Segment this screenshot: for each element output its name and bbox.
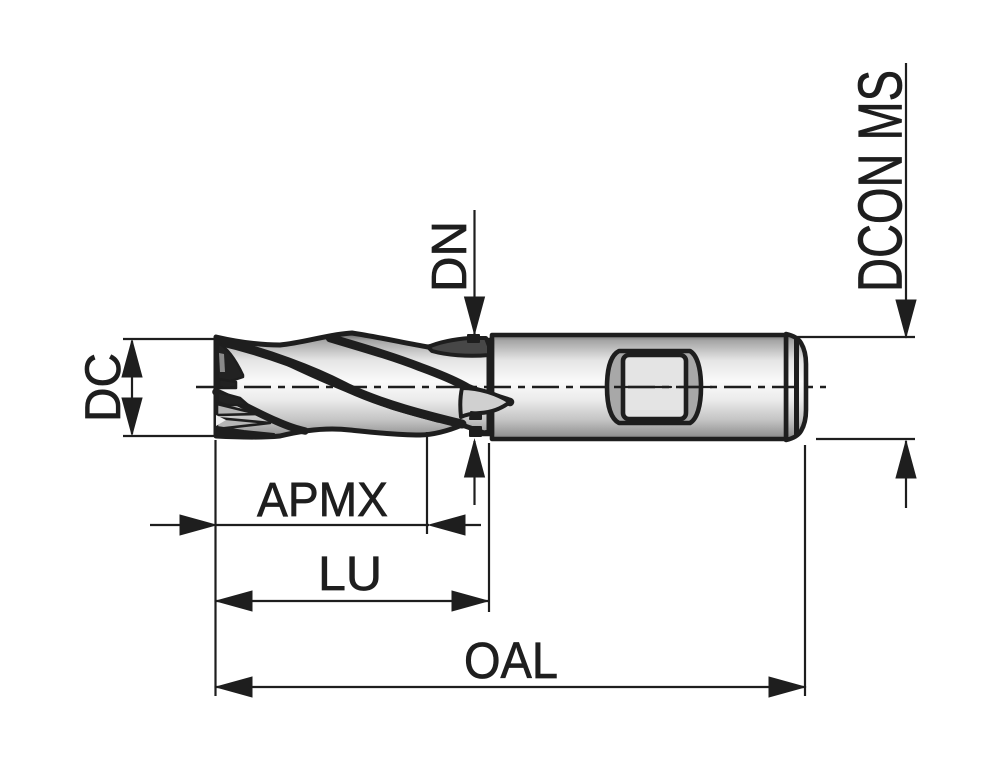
svg-text:DC: DC bbox=[75, 353, 131, 422]
svg-text:APMX: APMX bbox=[257, 474, 388, 527]
svg-text:OAL: OAL bbox=[464, 632, 558, 689]
svg-text:LU: LU bbox=[318, 548, 382, 601]
svg-text:DCON MS: DCON MS bbox=[847, 70, 916, 292]
svg-text:DN: DN bbox=[423, 221, 477, 292]
